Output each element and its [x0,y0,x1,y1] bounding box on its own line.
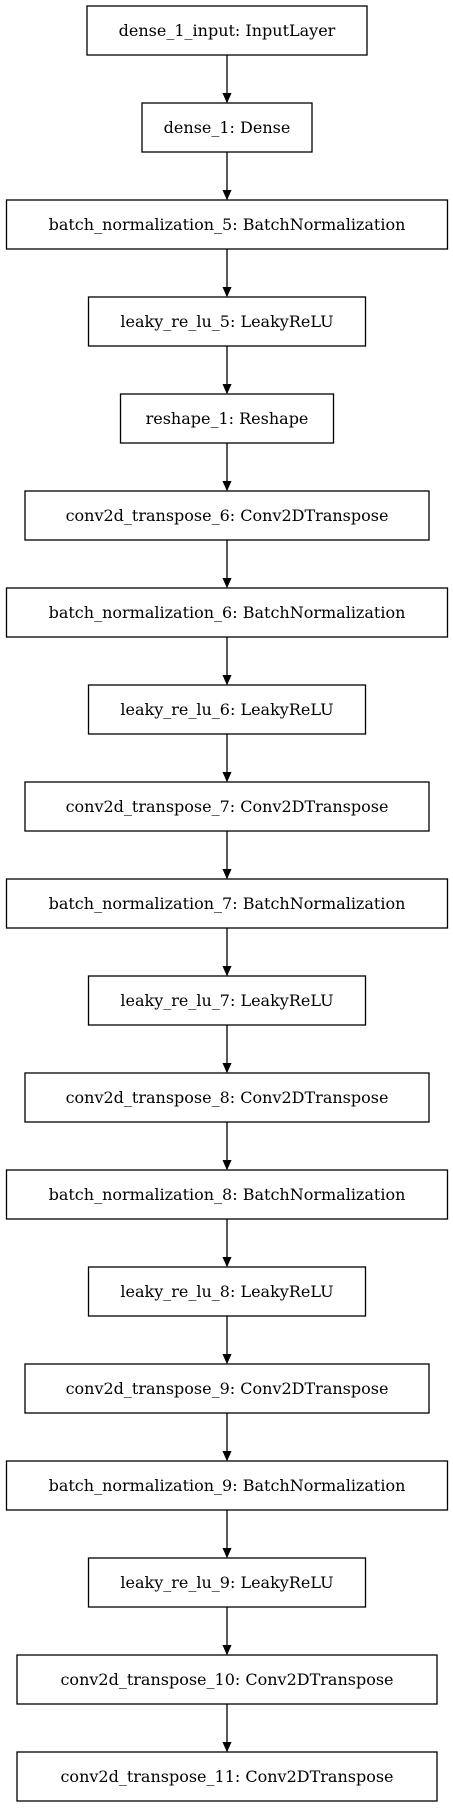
layer-node-box [119,393,335,444]
layer-node-label: batch_normalization_9: BatchNormalizatio… [49,1476,406,1495]
layer-node: leaky_re_lu_9: LeakyReLU [87,1557,367,1608]
layer-node: batch_normalization_8: BatchNormalizatio… [5,1169,449,1220]
layer-node: leaky_re_lu_5: LeakyReLU [87,296,367,347]
layer-node-label: batch_normalization_6: BatchNormalizatio… [49,603,406,622]
layer-node: conv2d_transpose_6: Conv2DTranspose [24,490,430,541]
layer-node: dense_1: Dense [141,102,313,153]
layer-node: conv2d_transpose_8: Conv2DTranspose [24,1072,430,1123]
layer-node-box [5,878,449,929]
layer-node: dense_1_input: InputLayer [86,5,368,56]
layer-node-label: dense_1_input: InputLayer [119,21,336,40]
layer-node-box [87,975,367,1026]
layer-node-box [87,1557,367,1608]
layer-node-box [5,1169,449,1220]
layer-node-box [24,781,430,832]
layer-node-label: conv2d_transpose_6: Conv2DTranspose [66,506,389,525]
nodes-group: dense_1_input: InputLayer dense_1: Dense b… [5,5,449,1802]
layer-node-label: conv2d_transpose_10: Conv2DTranspose [60,1670,393,1689]
layer-node-box [24,490,430,541]
layer-node-label: dense_1: Dense [164,118,291,137]
layer-node-box [5,199,449,250]
layer-node-label: conv2d_transpose_8: Conv2DTranspose [66,1088,389,1107]
layer-node-label: batch_normalization_7: BatchNormalizatio… [49,894,406,913]
layer-node-label: conv2d_transpose_11: Conv2DTranspose [60,1767,393,1786]
layer-node-label: batch_normalization_8: BatchNormalizatio… [49,1185,406,1204]
layer-node: leaky_re_lu_6: LeakyReLU [87,684,367,735]
layer-node-label: leaky_re_lu_9: LeakyReLU [120,1573,333,1592]
layer-node: reshape_1: Reshape [119,393,335,444]
layer-node: batch_normalization_7: BatchNormalizatio… [5,878,449,929]
layer-node-box [16,1751,438,1802]
layer-node: leaky_re_lu_8: LeakyReLU [87,1266,367,1317]
layer-node: batch_normalization_9: BatchNormalizatio… [5,1460,449,1511]
layer-node-label: conv2d_transpose_9: Conv2DTranspose [66,1379,389,1398]
layer-node-label: batch_normalization_5: BatchNormalizatio… [49,215,406,234]
layer-node-label: leaky_re_lu_5: LeakyReLU [120,312,333,331]
layer-node-label: leaky_re_lu_8: LeakyReLU [120,1282,333,1301]
layer-node: conv2d_transpose_7: Conv2DTranspose [24,781,430,832]
layer-node-box [5,1460,449,1511]
layer-node-box [24,1072,430,1123]
layer-node-label: leaky_re_lu_7: LeakyReLU [120,991,333,1010]
layer-node: conv2d_transpose_9: Conv2DTranspose [24,1363,430,1414]
layer-node-box [16,1654,438,1705]
layer-node: conv2d_transpose_11: Conv2DTranspose [16,1751,438,1802]
layer-node-box [87,1266,367,1317]
layer-node-box [24,1363,430,1414]
layer-node: batch_normalization_5: BatchNormalizatio… [5,199,449,250]
layer-node-label: leaky_re_lu_6: LeakyReLU [120,700,333,719]
layer-node: conv2d_transpose_10: Conv2DTranspose [16,1654,438,1705]
layer-node-box [87,684,367,735]
layer-node-box [87,296,367,347]
layer-node: batch_normalization_6: BatchNormalizatio… [5,587,449,638]
layer-node-box [5,587,449,638]
layer-node-label: reshape_1: Reshape [146,409,309,428]
layer-node-label: conv2d_transpose_7: Conv2DTranspose [66,797,389,816]
layer-node: leaky_re_lu_7: LeakyReLU [87,975,367,1026]
layer-node-box [86,5,368,56]
layer-node-box [141,102,313,153]
